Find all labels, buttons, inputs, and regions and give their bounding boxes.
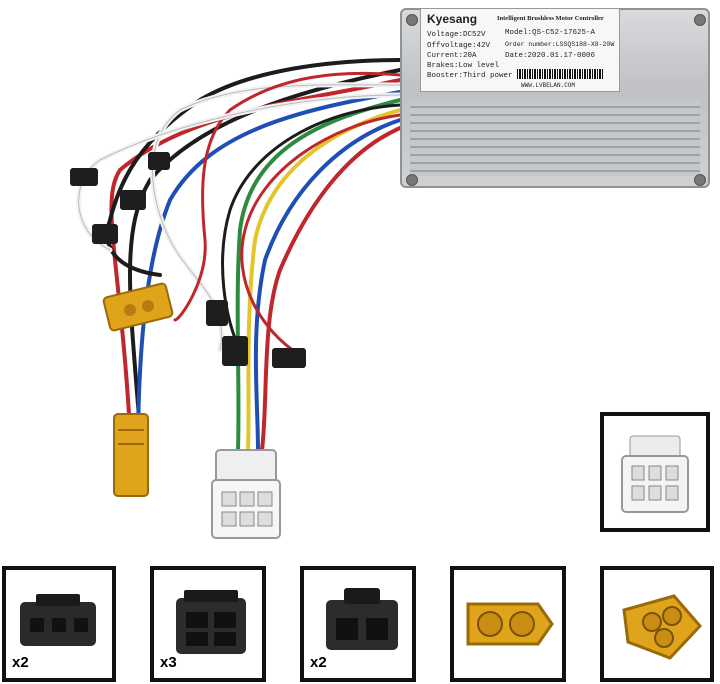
brakes-spec: Brakes:Low level <box>427 62 500 70</box>
3-pin-connector-icon <box>20 594 96 646</box>
4-pin-connector-icon <box>176 590 246 654</box>
website: WWW.LVBELAN.COM <box>521 82 576 89</box>
current-spec: Current:20A <box>427 52 477 60</box>
heatsink-fins <box>410 100 700 176</box>
product-name: Intelligent Brushless Motor Controller <box>497 15 604 22</box>
2-pin-connector-icon <box>326 588 398 650</box>
booster-spec: Booster:Third power <box>427 72 513 80</box>
screw <box>694 14 706 26</box>
motor-phase-connector-icon <box>622 594 703 660</box>
connector-panel-2: x3 <box>150 566 266 682</box>
voltage-spec: Voltage:DC52V <box>427 31 486 39</box>
order-number: Order number:LSSQS188-X8-20W <box>505 41 615 48</box>
white-connector-panel <box>600 412 710 532</box>
connector-panel-4 <box>450 566 566 682</box>
screw <box>406 174 418 186</box>
screw <box>694 174 706 186</box>
offvoltage-spec: Offvoltage:42V <box>427 42 491 50</box>
motor-phase-harness-connector <box>113 413 149 497</box>
date-spec: Date:2020.01.17-0006 <box>505 52 596 60</box>
brand-name: Kyesang <box>427 12 478 26</box>
connector-panel-3: x2 <box>300 566 416 682</box>
xt60-connector-icon <box>466 602 554 646</box>
connector-panel-5 <box>600 566 714 682</box>
model-spec: Model:QS-C52-17625-A <box>505 29 596 37</box>
barcode <box>517 69 603 79</box>
quantity-label: x2 <box>12 654 29 671</box>
screw <box>406 14 418 26</box>
controller-label: Kyesang Intelligent Brushless Motor Cont… <box>420 8 620 92</box>
white-6-pin-connector <box>211 449 281 539</box>
quantity-label: x2 <box>310 654 327 671</box>
white-connector-icon <box>621 435 689 513</box>
xt60-harness-connector <box>102 282 174 332</box>
connector-panel-1: x2 <box>2 566 116 682</box>
quantity-label: x3 <box>160 654 177 671</box>
